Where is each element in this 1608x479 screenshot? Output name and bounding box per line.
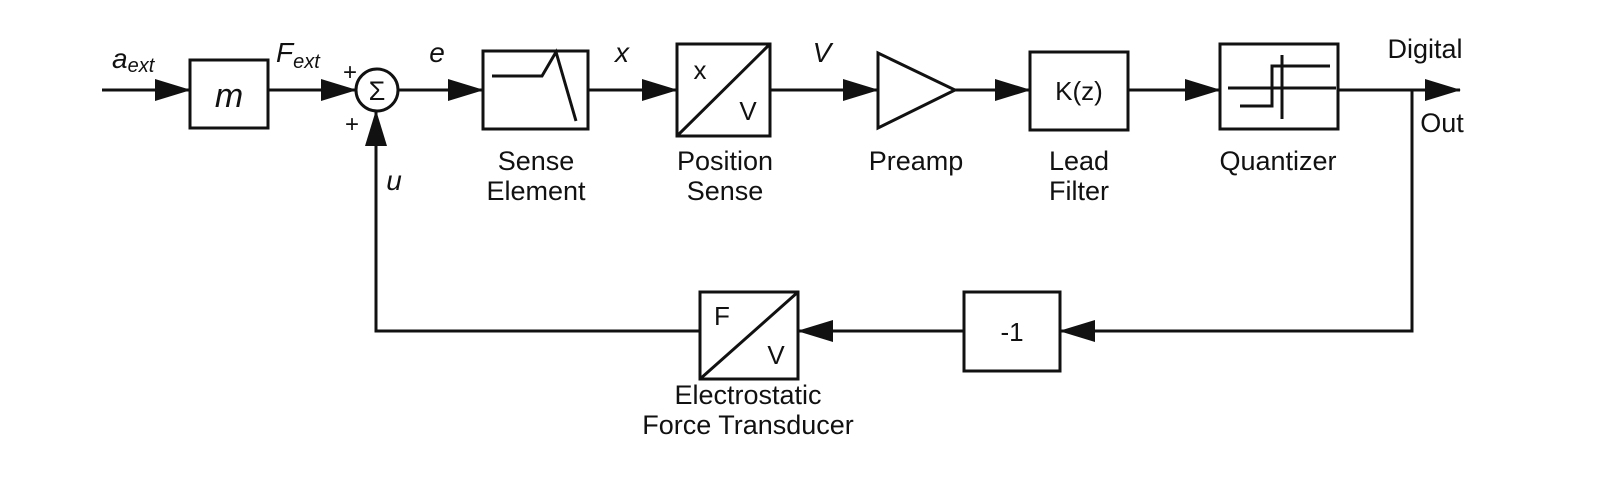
mass-block-text: m	[215, 77, 243, 115]
output-label-out: Out	[1420, 108, 1464, 138]
line-force-transducer-to-summer	[365, 110, 700, 333]
feedback-line-to-gain	[1059, 90, 1414, 342]
force-transducer-bottom-text: V	[767, 340, 785, 370]
signal-label-x: x	[613, 37, 630, 68]
signal-label-u: u	[386, 165, 402, 196]
force-transducer-diagonal	[699, 290, 799, 381]
mass-block	[188, 58, 270, 130]
sense-element-block	[481, 49, 590, 131]
gain-block-text: -1	[1000, 317, 1023, 347]
signal-label-f-ext: Fext	[276, 37, 321, 73]
lead-filter-label-line1: Lead	[1049, 146, 1109, 176]
lead-filter-label-line2: Filter	[1049, 176, 1109, 206]
force-transducer-top-text: F	[714, 301, 730, 331]
position-sense-diagonal	[675, 42, 772, 138]
gain-block	[962, 290, 1062, 373]
output-label-digital: Digital	[1387, 34, 1462, 64]
signal-label-e: e	[429, 37, 445, 68]
force-transducer-label-line1: Electrostatic	[674, 380, 821, 410]
position-sense-top-text: x	[694, 55, 707, 85]
force-transducer-label-line2: Force Transducer	[642, 410, 854, 440]
lead-filter-text: K(z)	[1055, 76, 1103, 106]
summer-plus-top: +	[343, 59, 357, 86]
summing-junction-symbol: Σ	[369, 76, 386, 106]
summing-junction	[354, 67, 400, 113]
position-sense-label-line2: Sense	[687, 176, 764, 206]
position-sense-bottom-text: V	[739, 96, 757, 126]
preamp-label: Preamp	[869, 146, 964, 176]
position-sense-label-line1: Position	[677, 146, 773, 176]
preamp-triangle	[876, 50, 959, 131]
sense-element-label-line2: Element	[486, 176, 586, 206]
signal-a-ext-sub: ext	[128, 55, 156, 77]
signal-f-ext-main: F	[276, 37, 295, 68]
sense-element-curve	[492, 48, 578, 122]
summer-plus-bottom: +	[345, 111, 359, 138]
sense-element-label-line1: Sense	[498, 146, 575, 176]
lead-filter-block	[1028, 50, 1130, 132]
quantizer-label: Quantizer	[1219, 146, 1336, 176]
quantizer-staircase	[1240, 64, 1330, 108]
signal-a-ext-main: a	[112, 43, 128, 74]
signal-label-a-ext: aext	[112, 43, 156, 77]
signal-label-v: V	[813, 37, 834, 68]
signal-f-ext-sub: ext	[293, 51, 321, 73]
